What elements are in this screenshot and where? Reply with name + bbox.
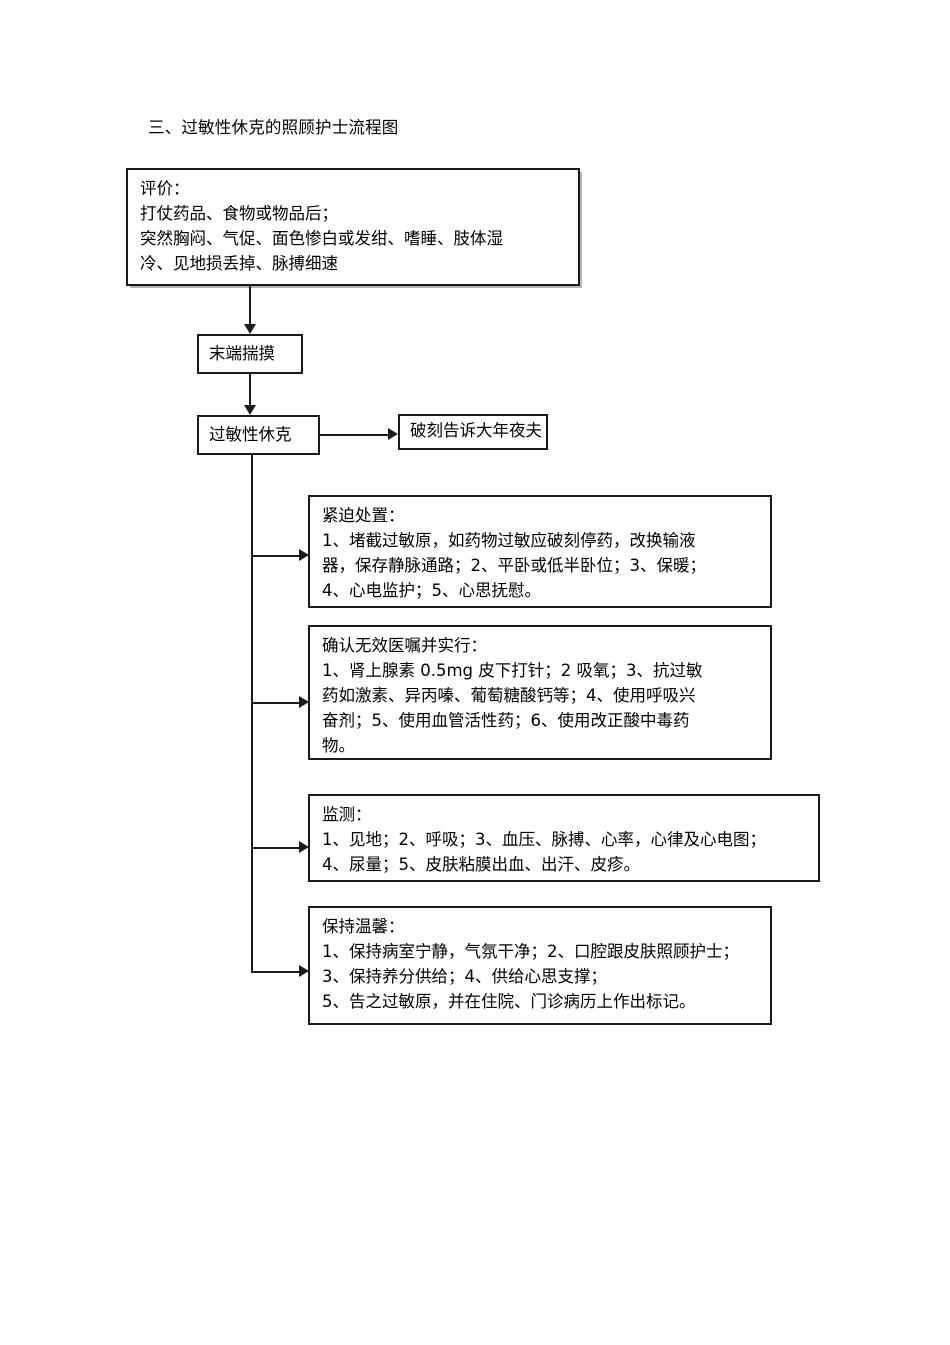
arrowhead-right-notify xyxy=(388,428,398,440)
step-box-confirm-orders-text: 确认无效医嘱并实行： 1、肾上腺素 0.5mg 皮下打针；2 吸氧；3、抗过敏 … xyxy=(322,636,703,756)
step-box-confirm-orders: 确认无效医嘱并实行： 1、肾上腺素 0.5mg 皮下打针；2 吸氧；3、抗过敏 … xyxy=(308,625,772,760)
step-box-monitoring: 监测： 1、见地；2、呼吸；3、血压、脉搏、心率，心律及心电图； 4、尿量；5、… xyxy=(308,794,820,882)
connector-branch-comfort-care xyxy=(251,971,303,973)
step-box-monitoring-text: 监测： 1、见地；2、呼吸；3、血压、脉搏、心率，心律及心电图； 4、尿量；5、… xyxy=(322,805,766,875)
assessment-box: 评价： 打仗药品、食物或物品后； 突然胸闷、气促、面色惨白或发绀、嗜睡、肢体湿 … xyxy=(126,168,580,286)
connector-branch-monitoring xyxy=(251,847,303,849)
arrowhead-right-emergency-treatment xyxy=(299,549,309,561)
page-title: 三、过敏性休克的照顾护士流程图 xyxy=(148,118,399,137)
assessment-box-text: 评价： 打仗药品、食物或物品后； 突然胸闷、气促、面色惨白或发绀、嗜睡、肢体湿 … xyxy=(140,179,503,274)
arrowhead-right-monitoring xyxy=(299,841,309,853)
connector-diagnosis-to-notify xyxy=(320,434,390,436)
connector-branch-emergency-treatment xyxy=(251,555,303,557)
arrowhead-down-diagnosis xyxy=(244,405,256,415)
node-diagnosis-label: 过敏性休克 xyxy=(209,425,292,444)
arrowhead-down-examine xyxy=(244,324,256,334)
connector-branch-confirm-orders xyxy=(251,702,303,704)
node-notify-doctor-label: 破刻告诉大年夜夫 xyxy=(410,421,542,440)
node-notify-doctor: 破刻告诉大年夜夫 xyxy=(398,414,548,450)
arrowhead-right-confirm-orders xyxy=(299,696,309,708)
connector-examine-to-diagnosis xyxy=(249,374,251,407)
node-examine-label: 末端揣摸 xyxy=(209,344,275,363)
step-box-emergency-treatment: 紧迫处置： 1、堵截过敏原，如药物过敏应破刻停药，改换输液 器，保存静脉通路；2… xyxy=(308,495,772,608)
connector-trunk-vertical xyxy=(251,455,253,973)
connector-assessment-to-examine xyxy=(249,286,251,326)
node-diagnosis: 过敏性休克 xyxy=(197,415,320,455)
step-box-comfort-care: 保持温馨： 1、保持病室宁静，气氛干净；2、口腔跟皮肤照顾护士； 3、保持养分供… xyxy=(308,906,772,1025)
step-box-comfort-care-text: 保持温馨： 1、保持病室宁静，气氛干净；2、口腔跟皮肤照顾护士； 3、保持养分供… xyxy=(322,917,739,1012)
arrowhead-right-comfort-care xyxy=(299,965,309,977)
node-examine: 末端揣摸 xyxy=(197,334,303,374)
step-box-emergency-treatment-text: 紧迫处置： 1、堵截过敏原，如药物过敏应破刻停药，改换输液 器，保存静脉通路；2… xyxy=(322,506,706,601)
